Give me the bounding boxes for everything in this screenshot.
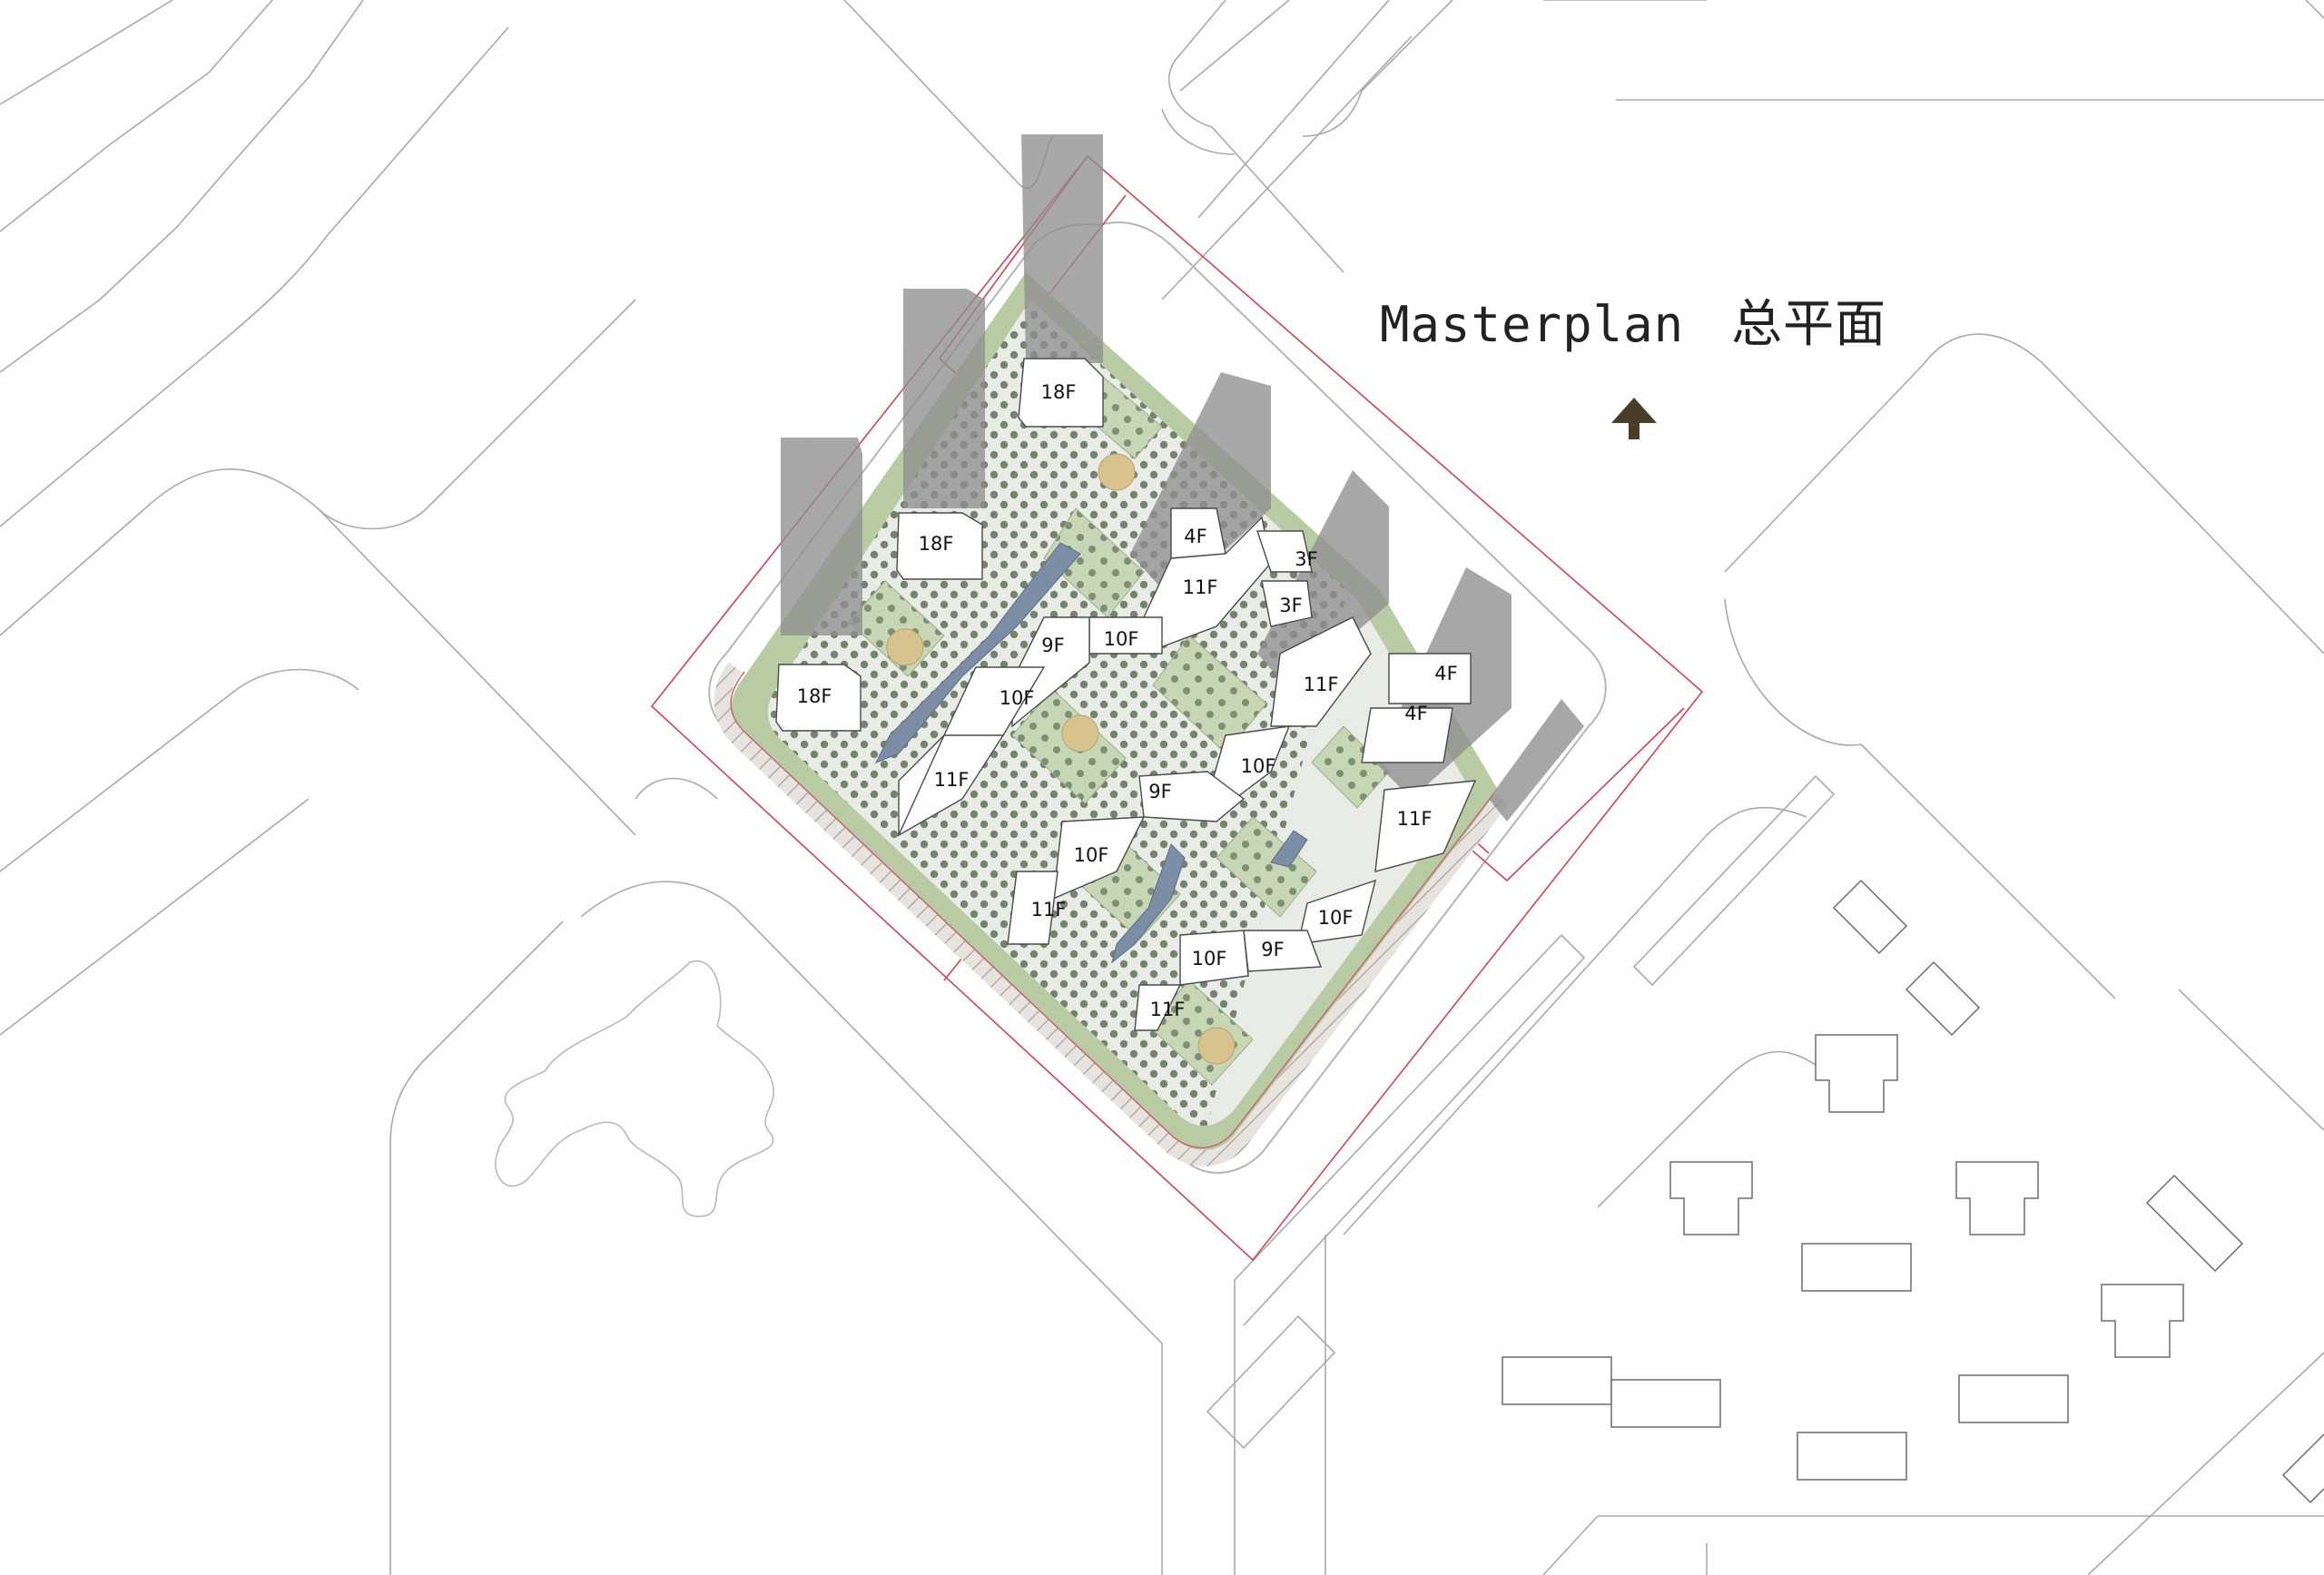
floor-labels: 18F 18F 18F 4F 11F 3F 3F 9F 10F 10F 11F … (797, 381, 1458, 1020)
label-10f-b: 10F (1000, 687, 1035, 709)
label-10f-c: 10F (1241, 755, 1276, 777)
label-11f-c: 11F (1304, 674, 1339, 695)
label-10f-d: 10F (1074, 844, 1109, 866)
north-arrow-icon (1611, 398, 1657, 439)
neighbour-buildings (1502, 879, 2324, 1504)
curb-walk (714, 662, 1510, 1166)
label-10f-a: 10F (1104, 628, 1139, 650)
label-tower-3: 18F (797, 685, 832, 707)
slab-4f-b (1388, 653, 1472, 704)
slab-11f-e (1374, 780, 1477, 872)
slab-4f-c (1361, 707, 1453, 763)
label-11f-f: 11F (1150, 999, 1186, 1020)
label-9f-c: 9F (1261, 939, 1284, 960)
label-11f-a: 11F (1183, 576, 1218, 598)
slab-11f-f (1134, 984, 1182, 1031)
water-features (874, 542, 1308, 964)
label-4f-c: 4F (1404, 703, 1427, 724)
title-cn: 总平面 (1731, 295, 1887, 354)
label-3f-b: 3F (1279, 595, 1302, 616)
lake-outline (495, 960, 774, 1217)
slab-11f-d (1007, 871, 1059, 945)
page-title: Masterplan 总平面 (1380, 283, 1886, 357)
label-11f-b: 11F (934, 769, 970, 791)
slab-9f-b (1138, 771, 1246, 822)
slab-3f-a (1256, 530, 1313, 573)
buildings (775, 358, 1477, 1031)
label-tower-1: 18F (1041, 381, 1077, 403)
slab-11f-c (1270, 616, 1372, 727)
plazas (886, 453, 1236, 1065)
label-4f-a: 4F (1184, 526, 1206, 547)
tower-1-footprint (1018, 358, 1104, 428)
tower-2-footprint (896, 512, 983, 580)
label-11f-e: 11F (1397, 808, 1433, 830)
label-4f-b: 4F (1434, 663, 1457, 684)
label-9f-a: 9F (1041, 635, 1064, 656)
label-tower-2: 18F (919, 533, 954, 555)
garden-patches (848, 376, 1390, 1086)
slab-3f-b (1261, 580, 1313, 627)
label-11f-d: 11F (1031, 899, 1067, 920)
label-10f-e: 10F (1318, 907, 1354, 929)
title-en: Masterplan (1380, 296, 1685, 353)
tower-3-footprint (775, 664, 862, 732)
slab-10f-f (1179, 930, 1249, 986)
label-3f-a: 3F (1295, 548, 1317, 570)
label-10f-f: 10F (1192, 948, 1227, 970)
label-9f-b: 9F (1148, 781, 1171, 802)
